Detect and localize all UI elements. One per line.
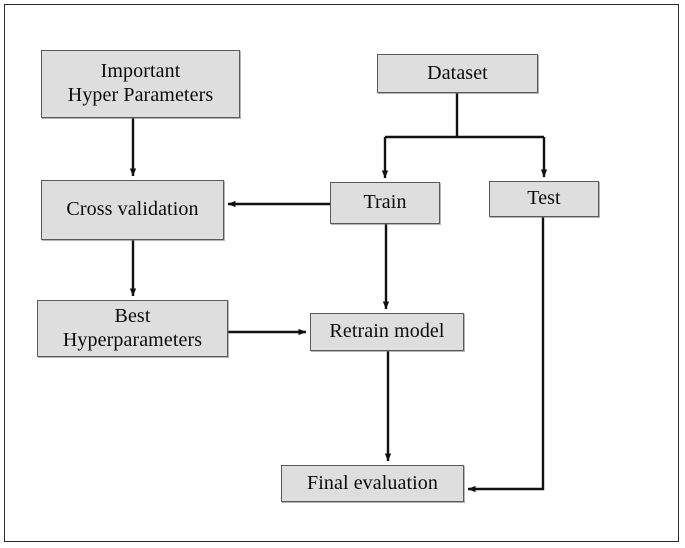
node-label: Dataset — [427, 61, 488, 84]
node-retrain-model[interactable]: Retrain model — [310, 313, 464, 351]
edge-test-to-final-evaluation — [467, 217, 545, 493]
node-label: Cross validation — [66, 198, 199, 221]
node-label: Retrain model — [329, 320, 445, 343]
node-best-hyperparameters[interactable]: Best Hyperparameters — [37, 300, 228, 357]
node-important-hyper-parameters[interactable]: Important Hyper Parameters — [41, 50, 240, 118]
node-train[interactable]: Train — [330, 182, 440, 224]
node-dataset[interactable]: Dataset — [377, 54, 538, 93]
node-label: Final evaluation — [306, 471, 438, 494]
node-label: Best Hyperparameters — [62, 304, 203, 351]
node-test[interactable]: Test — [489, 181, 599, 217]
node-final-evaluation[interactable]: Final evaluation — [281, 465, 464, 502]
node-label: Important Hyper Parameters — [67, 60, 214, 106]
node-label: Train — [363, 191, 407, 214]
node-cross-validation[interactable]: Cross validation — [41, 180, 224, 240]
node-label: Test — [527, 187, 561, 210]
